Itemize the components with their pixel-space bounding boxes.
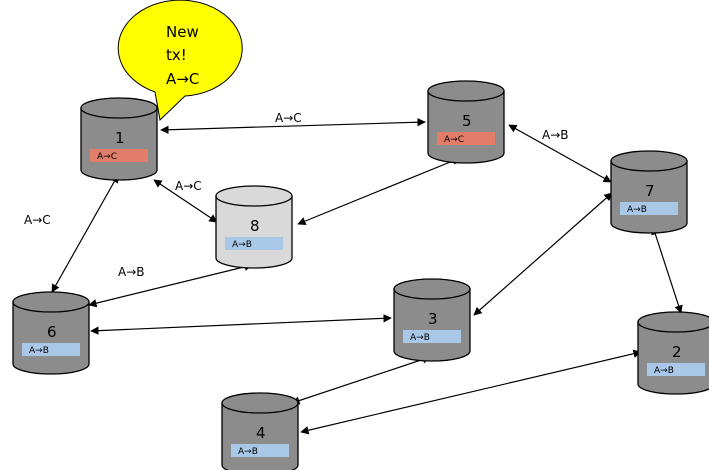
node-label-8: 8 <box>250 217 260 235</box>
node-cap-6 <box>12 291 90 313</box>
node-8: 8A→B <box>215 185 293 269</box>
node-6: 6A→B <box>12 291 90 375</box>
node-tag-box-8 <box>225 237 283 250</box>
bubble-line-3: A→C <box>166 70 199 88</box>
node-tag-box-3 <box>403 330 461 343</box>
speech-bubble: New tx! A→C <box>117 0 243 122</box>
node-tag-7: A→B <box>627 205 647 215</box>
edge-4-2 <box>300 349 642 435</box>
node-label-4: 4 <box>256 424 266 442</box>
speech-bubble-shape <box>117 0 243 122</box>
edge-label-1-8: A→C <box>175 179 202 193</box>
node-2: 2A→B <box>637 311 709 395</box>
node-cap-8 <box>215 185 293 207</box>
node-cap-5 <box>427 80 505 102</box>
edge-5-8 <box>297 156 461 226</box>
edge-label-1-5: A→C <box>275 111 302 125</box>
node-7: 7A→B <box>610 150 688 234</box>
node-tag-box-7 <box>620 202 678 215</box>
node-tag-8: A→B <box>232 240 252 250</box>
edge-label-1-6: A→C <box>24 213 51 227</box>
edge-3-4 <box>291 355 431 405</box>
bubble-line-2: tx! <box>166 46 187 64</box>
edge-1-6 <box>51 174 119 293</box>
edge-6-3 <box>90 314 392 335</box>
node-label-5: 5 <box>462 112 472 130</box>
node-label-6: 6 <box>47 323 57 341</box>
node-cap-7 <box>610 150 688 172</box>
node-tag-box-5 <box>437 132 495 145</box>
node-tag-1: A→C <box>97 152 117 162</box>
edges-layer <box>51 118 683 435</box>
edge-labels-layer: A→C A→C A→C A→B A→B <box>24 111 569 279</box>
node-tag-box-6 <box>22 343 80 356</box>
node-tag-6: A→B <box>29 346 49 356</box>
node-label-7: 7 <box>645 182 655 200</box>
node-3: 3A→B <box>393 278 471 362</box>
edge-8-6 <box>88 262 253 308</box>
edge-label-5-7: A→B <box>542 128 569 142</box>
node-label-2: 2 <box>672 343 682 361</box>
node-tag-box-2 <box>647 363 705 376</box>
node-tag-box-4 <box>231 444 289 457</box>
edge-1-8 <box>153 179 218 223</box>
node-tag-box-1 <box>90 149 148 162</box>
node-4: 4A→B <box>221 392 299 470</box>
edge-label-8-6: A→B <box>118 265 145 279</box>
node-cap-1 <box>80 97 158 119</box>
nodes-layer: 1A→C2A→B3A→B4A→B5A→C6A→B7A→B8A→B <box>12 80 709 470</box>
edge-7-3 <box>473 192 613 316</box>
node-tag-4: A→B <box>238 447 258 457</box>
edge-5-7 <box>508 124 612 183</box>
node-cap-3 <box>393 278 471 300</box>
edge-7-2 <box>651 226 683 314</box>
node-tag-5: A→C <box>444 135 464 145</box>
node-cap-4 <box>221 392 299 414</box>
node-tag-3: A→B <box>410 333 430 343</box>
bubble-line-1: New <box>166 23 199 41</box>
node-label-3: 3 <box>428 310 438 328</box>
node-cap-2 <box>637 311 709 333</box>
edge-1-5 <box>160 118 426 134</box>
node-tag-2: A→B <box>654 366 674 376</box>
node-5: 5A→C <box>427 80 505 164</box>
node-1: 1A→C <box>80 97 158 181</box>
node-label-1: 1 <box>115 129 125 147</box>
